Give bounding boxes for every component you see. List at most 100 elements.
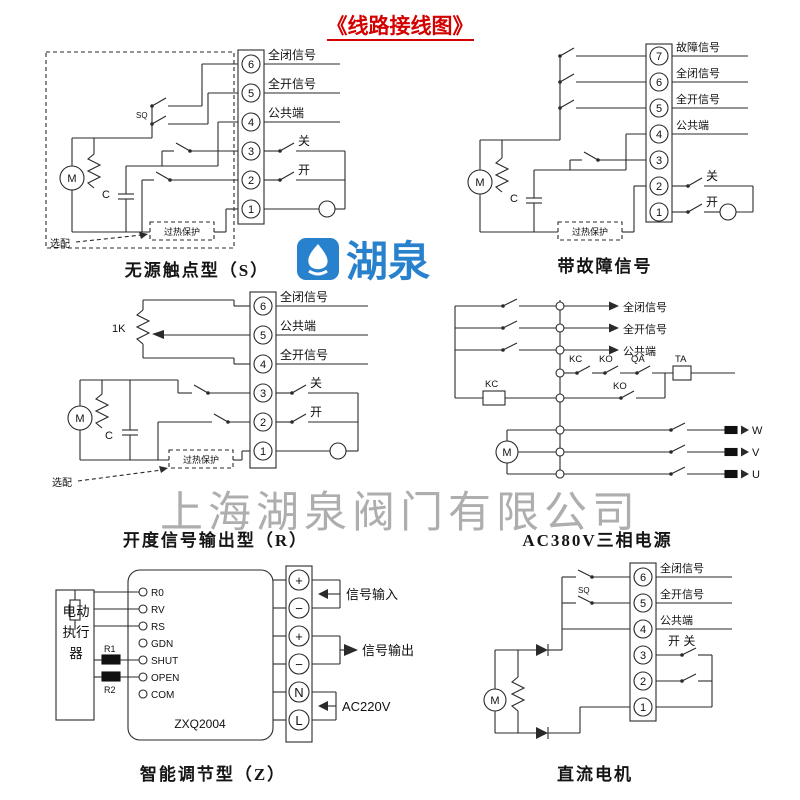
terminal-number: 4 [260, 359, 266, 371]
r2-label: R2 [104, 685, 116, 695]
phase-v-label: V [752, 447, 760, 459]
arrowhead [159, 466, 168, 473]
diagram-ac380-three-phase: 全闭信号 全开信号 公共端 KC KO QA TA KC KO M [454, 298, 763, 481]
huquan-logo-icon [297, 237, 339, 280]
module-pins: R0 RV RS GDN SHUT OPEN COM [138, 587, 179, 701]
terminal-strip: 6 5 4 3 2 1 [249, 291, 277, 469]
optional-dashed-box [45, 51, 235, 249]
io-labels: 信号输入 信号输出 AC220V [312, 579, 414, 721]
kc-label: KC [485, 379, 498, 390]
full-open-label: 全开信号 [676, 92, 720, 106]
common-label: 公共端 [268, 106, 304, 120]
full-close-label: 全闭信号 [676, 66, 720, 80]
open-label: 开 [310, 405, 322, 419]
terminal-number: 5 [248, 88, 254, 100]
diode-symbol [536, 727, 548, 739]
terminal-number: 2 [640, 676, 646, 688]
contactor-rows: KC KO QA TA KC KO [455, 354, 735, 406]
capacitor-label: C [105, 430, 113, 442]
signal-labels: 全闭信号 全开信号 公共端 [264, 47, 340, 123]
capacitor-label: C [510, 193, 518, 205]
signal-labels: 全闭信号 公共端 全开信号 [276, 289, 368, 365]
pin-label: RS [151, 622, 165, 633]
motor-circuit: M C 过热保护 [467, 47, 646, 241]
diagram-intelligent-regulating: R0 RV RS GDN SHUT OPEN COM ZXQ2004 R1 R2… [55, 565, 414, 743]
terminal-symbol: − [295, 657, 303, 672]
optional-label: 选配 [50, 237, 70, 250]
caption-r-type: 开度信号输出型（R） [122, 531, 309, 550]
capacitor-label: C [102, 189, 110, 201]
signal-labels: 故障信号 全闭信号 全开信号 公共端 [672, 40, 748, 135]
open-close-circuit: 开 关 [656, 634, 713, 708]
r1-label: R1 [104, 644, 116, 654]
common-label: 公共端 [660, 614, 693, 627]
open-close-circuit: 关 开 [276, 376, 359, 460]
terminal-symbol: L [295, 713, 302, 728]
ta-label: TA [675, 354, 687, 365]
terminal-strip: 7 6 5 4 3 2 1 [645, 43, 673, 223]
full-open-label: 全开信号 [268, 76, 316, 91]
pin-label: OPEN [151, 673, 179, 684]
ta-device [672, 365, 692, 381]
terminal-number: 2 [260, 417, 266, 429]
terminal-number: 5 [640, 598, 646, 610]
full-open-label: 全开信号 [280, 347, 328, 362]
overheat-protection-box [149, 221, 215, 241]
motor-label: M [502, 447, 511, 459]
phase-u-label: U [752, 469, 760, 481]
diagram-dc-motor: 6 5 4 3 2 1 全闭信号 全开信号 公共端 开 关 SQ M [483, 561, 732, 739]
signal-in-label: 信号输入 [346, 587, 398, 602]
huquan-logo-text: 湖泉 [346, 238, 431, 285]
kc-coil [482, 390, 506, 406]
pot-value-label: 1K [112, 323, 126, 335]
indicator-lamp [329, 442, 347, 460]
optional-label: 选配 [52, 476, 72, 489]
common-label: 公共端 [676, 119, 709, 132]
motor-label: M [490, 695, 499, 707]
terminal-number: 3 [656, 155, 662, 167]
indicator-lamp [318, 200, 336, 218]
open-close-circuit: 关 开 [264, 134, 346, 218]
terminal-number: 6 [640, 572, 646, 584]
terminal-number: 6 [260, 301, 266, 313]
module-model-label: ZXQ2004 [174, 717, 226, 731]
full-open-label: 全开信号 [660, 587, 704, 601]
terminal-strip: + − + − N L [273, 565, 313, 743]
terminal-number: 5 [656, 103, 662, 115]
full-close-label: 全闭信号 [623, 300, 667, 314]
motor-label: M [67, 173, 76, 185]
ko-label: KO [613, 381, 627, 392]
qa-label: QA [631, 354, 645, 365]
indicator-lamp [719, 203, 737, 221]
terminal-number: 3 [248, 146, 254, 158]
terminal-points [555, 301, 565, 479]
signal-rows: 全闭信号 全开信号 公共端 [454, 298, 667, 398]
motor-circuit: M C 过热保护 选配 [52, 379, 250, 489]
overheat-label: 过热保护 [183, 454, 219, 465]
motor-circuit: M [483, 644, 630, 739]
resistor-r2 [101, 671, 121, 682]
wiper-arrowhead [152, 330, 164, 339]
signal-out-label: 信号输出 [362, 643, 414, 658]
terminal-symbol: N [294, 685, 303, 700]
phase-w-label: W [752, 425, 763, 437]
motor-label: M [75, 413, 84, 425]
limit-switch-label: SQ [136, 111, 148, 120]
caption-s-type: 无源触点型（S） [124, 261, 270, 280]
actuator-wiring: R1 R2 [94, 591, 139, 695]
diagram-fault-signal: 7 6 5 4 3 2 1 故障信号 全闭信号 全开信号 公共端 关 开 M [467, 40, 754, 241]
diagram-passive-contact-type: 6 5 4 3 2 1 全闭信号 全开信号 公共端 关 开 M [45, 47, 346, 250]
terminal-symbol: − [295, 601, 303, 616]
overheat-label: 过热保护 [572, 226, 608, 237]
full-open-label: 全开信号 [623, 322, 667, 336]
terminal-number: 4 [656, 129, 662, 141]
open-label: 开 [298, 163, 310, 177]
terminal-symbol: + [295, 573, 303, 588]
huquan-logo: 湖泉 [296, 228, 430, 289]
signal-labels: 全闭信号 全开信号 公共端 [656, 561, 732, 630]
overheat-label: 过热保护 [164, 226, 200, 237]
diode-symbol [536, 644, 548, 656]
diagram-opening-signal-output: 6 5 4 3 2 1 全闭信号 公共端 全开信号 关 开 1K [52, 289, 368, 489]
terminal-number: 1 [640, 702, 646, 714]
motor-circuit: M SQ C 过热保护 选配 [50, 63, 238, 250]
